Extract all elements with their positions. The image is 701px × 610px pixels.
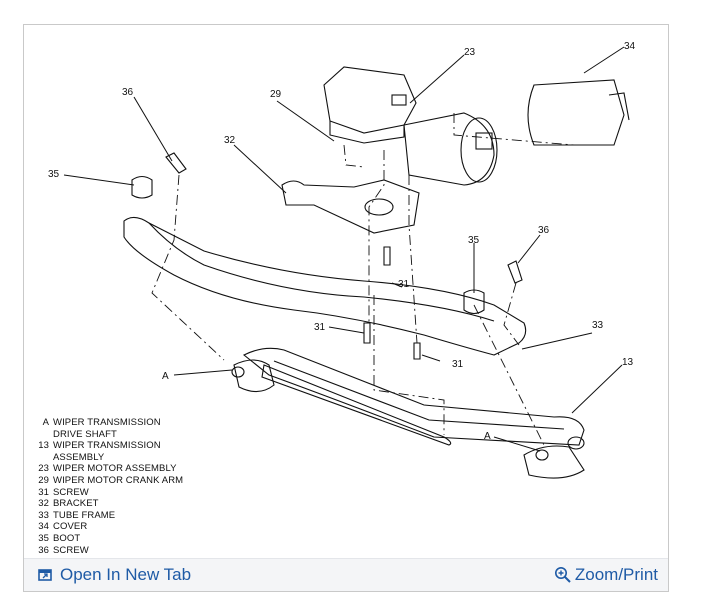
legend-key: 35 [38,532,49,544]
legend-label-continued: DRIVE SHAFT [53,428,117,440]
magnifier-plus-icon [554,567,571,583]
legend-row: 33 TUBE FRAME [34,510,183,522]
callout-36-right: 36 [538,225,550,236]
callout-35-right: 35 [468,235,480,246]
wiper-assembly-diagram: 23 34 36 29 32 35 35 36 31 31 31 33 13 A… [48,41,636,479]
legend-key: 31 [38,486,49,498]
legend-label-continued: ASSEMBLY [53,451,105,463]
diagram-frame: 23 34 36 29 32 35 35 36 31 31 31 33 13 A… [23,24,669,592]
legend-row: 31 SCREW [34,487,183,499]
zoom-print-label: Zoom/Print [574,565,658,584]
callout-34: 34 [624,41,636,52]
open-new-tab-icon [38,569,52,581]
legend-key: 34 [38,521,49,533]
legend-key: 36 [38,544,49,556]
tube-frame-lower-arm [242,347,585,446]
open-in-new-tab-label: Open In New Tab [60,565,192,584]
callout-31-c: 31 [452,359,464,370]
legend-label: SCREW [53,544,89,556]
legend-key: 32 [38,498,49,510]
legend-label: BRACKET [53,498,99,510]
screw-31-b [363,322,371,344]
boot-right [463,289,485,315]
legend-label: WIPER MOTOR ASSEMBLY [53,463,177,475]
motor-gearbox [323,66,417,134]
legend-key: 23 [38,463,49,475]
zoom-print-link[interactable]: Zoom/Print [554,565,658,585]
footer-bar: Open In New Tab Zoom/Print [24,558,668,591]
legend-label: SCREW [53,486,89,498]
legend-label: BOOT [53,532,81,544]
legend-row: 23 WIPER MOTOR ASSEMBLY [34,463,183,475]
motor-bracket [281,179,420,234]
callout-32: 32 [224,135,236,146]
legend-row: 32 BRACKET [34,498,183,510]
callout-35-left: 35 [48,169,60,180]
legend-row: 34 COVER [34,521,183,533]
callout-13: 13 [622,357,634,368]
right-pivot [523,445,585,479]
open-in-new-tab-link[interactable]: Open In New Tab [38,565,191,585]
legend-row: 35 BOOT [34,533,183,545]
callout-a-left: A [162,371,169,382]
legend-key: 29 [38,474,49,486]
callout-31-a: 31 [398,279,410,290]
callout-36-left: 36 [122,87,134,98]
callout-33: 33 [592,320,604,331]
legend-key: A [42,417,49,428]
motor-cover [527,79,625,146]
boot-left [131,175,153,199]
legend-key: 13 [38,440,49,452]
callout-23: 23 [464,47,476,58]
legend-key: 33 [38,509,49,521]
legend-row: A WIPER TRANSMISSION [34,417,183,429]
legend-row: 13 WIPER TRANSMISSION [34,440,183,452]
callout-29: 29 [270,89,282,100]
legend-label: COVER [53,521,88,533]
legend-label: TUBE FRAME [53,509,116,521]
screw-31-a [383,246,391,266]
screw-31-c [413,342,421,360]
callout-a-right: A [484,431,491,442]
drive-tube [261,364,452,446]
legend-row: 29 WIPER MOTOR CRANK ARM [34,475,183,487]
left-pivot [233,359,275,393]
legend-row: 36 SCREW [34,545,183,557]
screw-36-left [165,152,187,174]
screw-36-right [507,260,523,284]
tube-frame-upper-arm [123,216,527,356]
motor-cylinder [403,112,495,186]
legend-label: WIPER TRANSMISSION [53,417,161,428]
legend-label: WIPER TRANSMISSION [53,440,161,452]
legend-label: WIPER MOTOR CRANK ARM [53,474,184,486]
callout-31-b: 31 [314,322,326,333]
